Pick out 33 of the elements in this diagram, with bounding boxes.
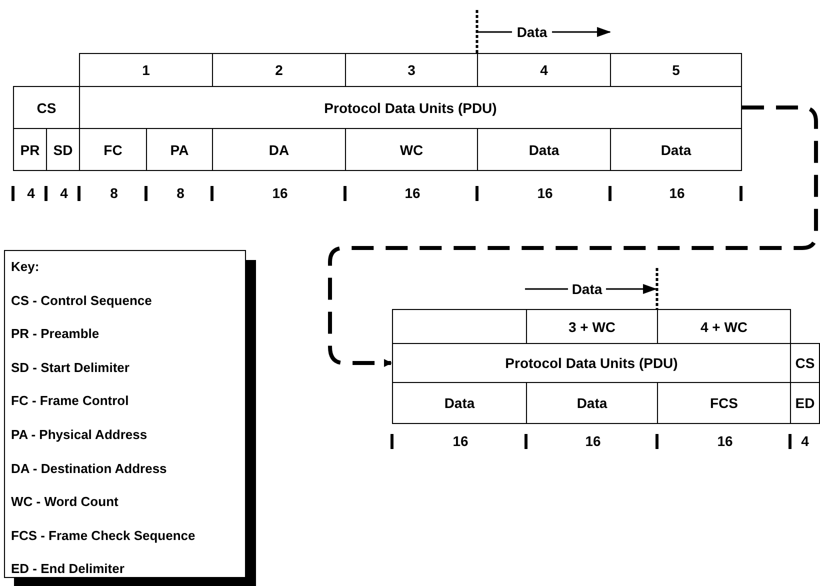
bit-width: 16	[404, 184, 422, 202]
bit-width: 8	[176, 184, 186, 202]
key-entry: FCS - Frame Check Sequence	[11, 528, 196, 543]
bit-width: 4	[800, 432, 810, 450]
key-panel	[4, 250, 246, 578]
bit-width: 4	[59, 184, 69, 202]
key-entry: SD - Start Delimiter	[11, 360, 130, 375]
bit-width: 16	[452, 432, 470, 450]
field-cell: CS	[13, 86, 80, 129]
header-cell: 4 + WC	[657, 309, 791, 344]
dashed-arrow	[328, 106, 818, 367]
field-cell: ED	[790, 382, 820, 424]
bit-width: 16	[584, 432, 602, 450]
bit-width: 8	[109, 184, 119, 202]
bit-width: 16	[716, 432, 734, 450]
field-cell: CS	[790, 343, 820, 383]
key-entry: DA - Destination Address	[11, 460, 167, 476]
key-entry: WC - Word Count	[11, 494, 118, 510]
key-entry: CS - Control Sequence	[11, 292, 152, 308]
field-cell: PR	[13, 128, 47, 171]
key-entry: ED - End Delimiter	[11, 561, 124, 576]
bit-width: 16	[536, 184, 554, 202]
field-cell: Data	[392, 382, 527, 424]
bit-width: 16	[271, 184, 289, 202]
bit-width: 16	[668, 184, 686, 202]
field-cell: Data	[610, 128, 742, 171]
header-cell: 1	[79, 53, 213, 87]
key-entry: PA - Physical Address	[11, 427, 148, 442]
key-entry: FC - Frame Control	[11, 393, 129, 408]
bit-width: 4	[26, 184, 36, 202]
header-cell: 5	[610, 53, 742, 87]
key-heading: Key:	[11, 259, 40, 274]
key-entry: PR - Preamble	[11, 326, 100, 342]
